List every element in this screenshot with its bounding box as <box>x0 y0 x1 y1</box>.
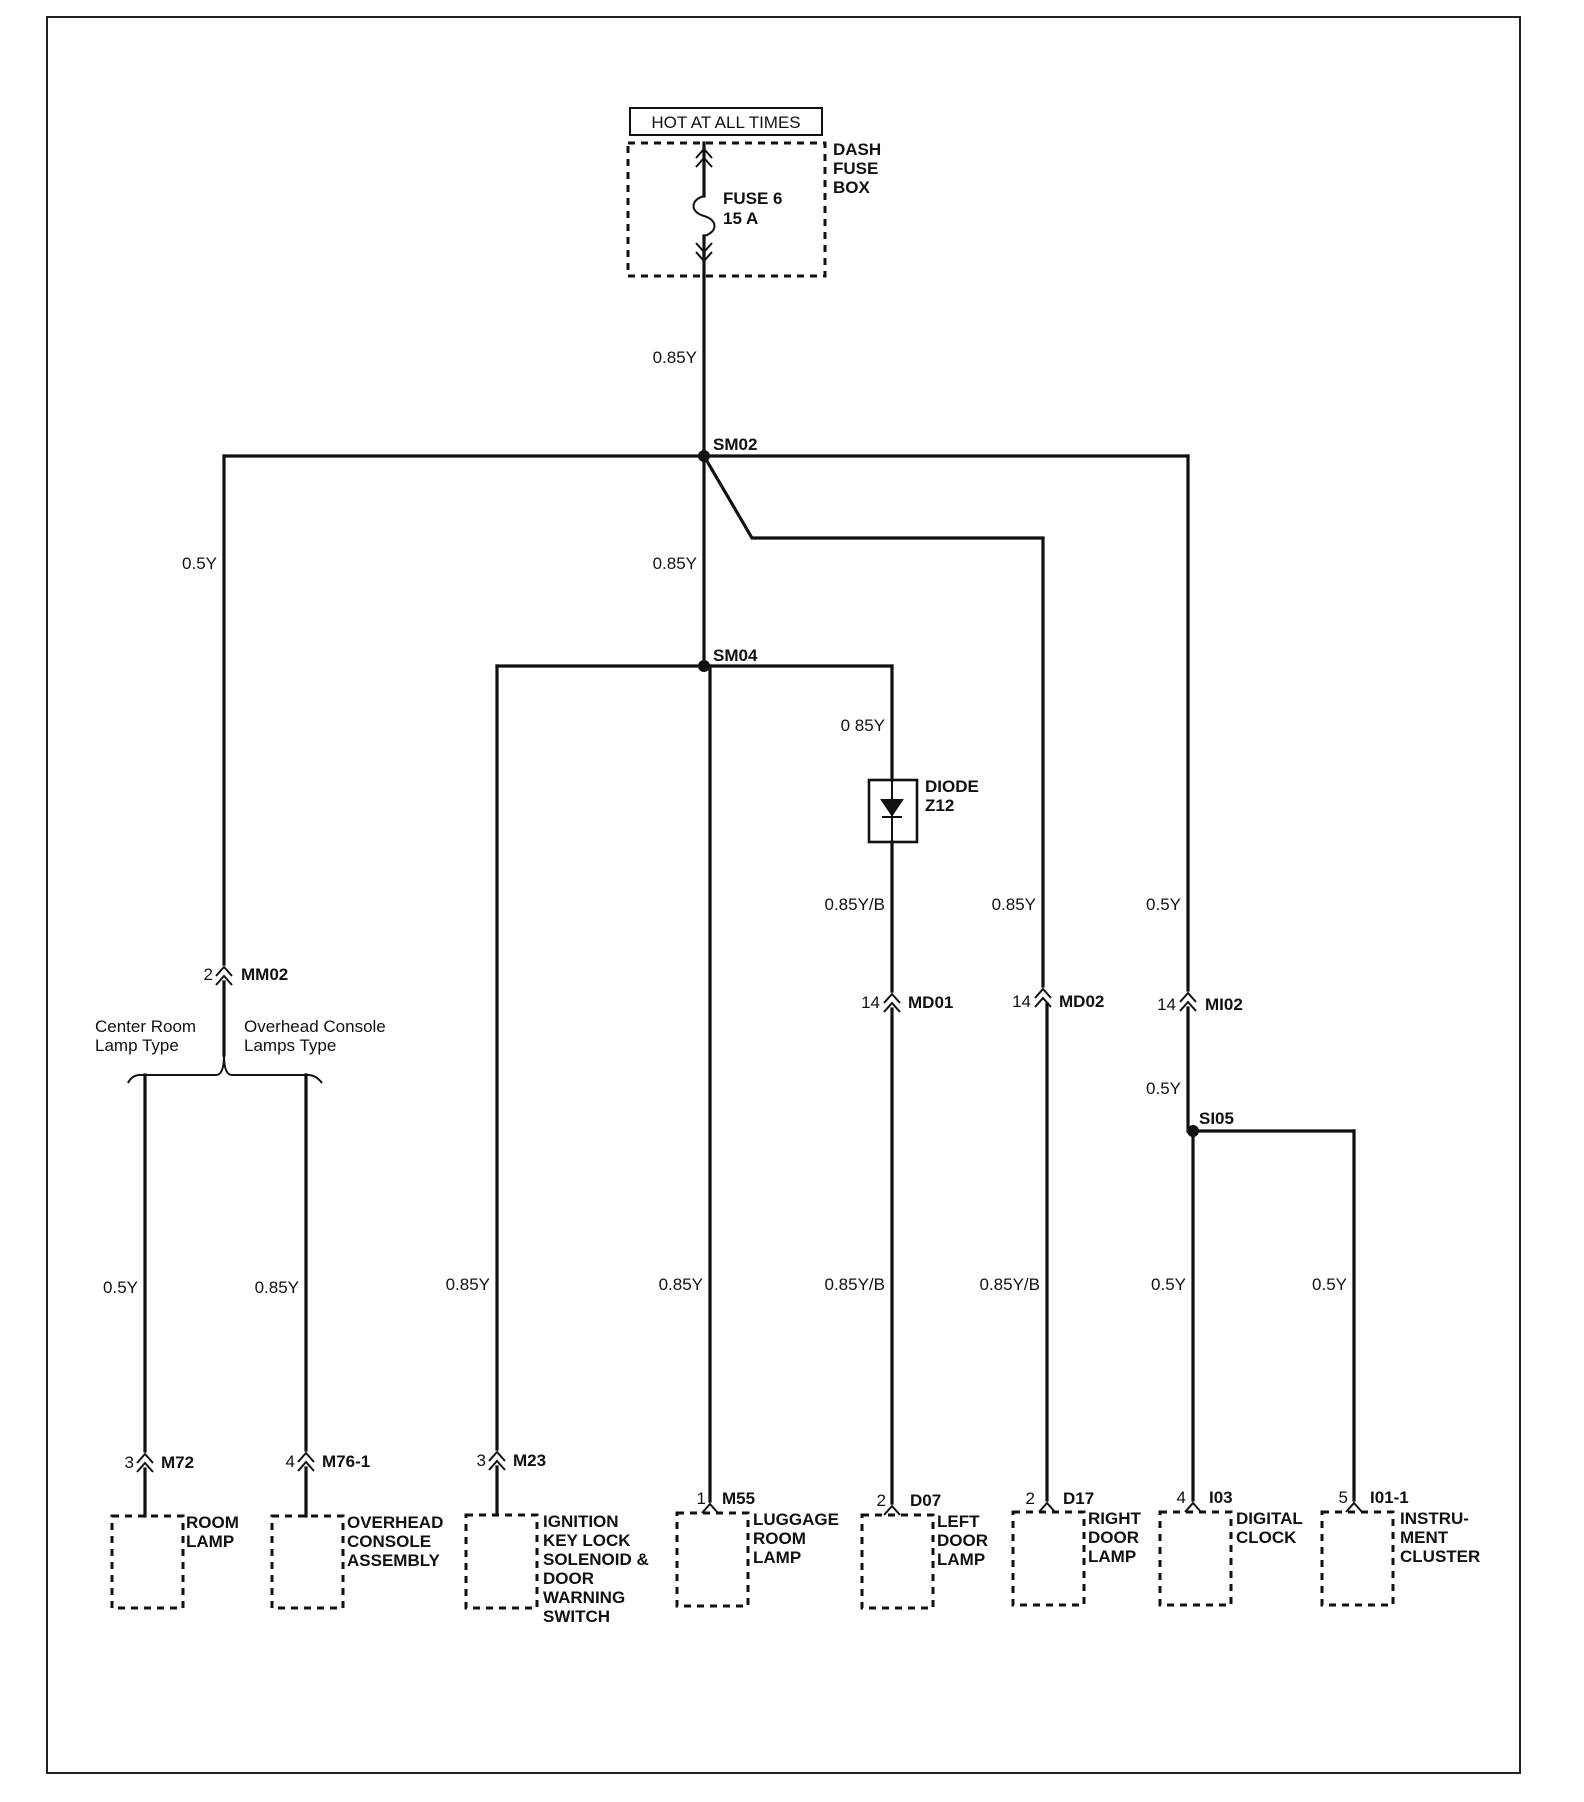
connector-i01-1-label: I01-1 <box>1370 1488 1409 1507</box>
left-door-lamp-component <box>860 1513 935 1610</box>
connector-m72-label: M72 <box>161 1453 194 1472</box>
connector-m23-pin: 3 <box>477 1451 486 1470</box>
overhead-wire-label: 0.85Y <box>255 1278 299 1297</box>
connector-d17-pin: 2 <box>1026 1489 1035 1508</box>
luggage-lamp-label: LUGGAGE ROOM LAMP <box>753 1510 844 1567</box>
connector-d17-label: D17 <box>1063 1489 1094 1508</box>
overhead-console-component <box>270 1514 345 1610</box>
branch-mi02-wire-label: 0.5Y <box>1146 895 1181 914</box>
diode-z12-icon <box>880 799 904 818</box>
instrument-cluster-label: INSTRU- MENT CLUSTER <box>1400 1509 1480 1566</box>
connector-m76-1-pin: 4 <box>286 1452 295 1471</box>
splice-sm04 <box>698 660 710 672</box>
connector-md01-label: MD01 <box>908 993 953 1012</box>
connector-md01-icon <box>883 992 901 1013</box>
connector-m72-pin: 3 <box>125 1453 134 1472</box>
main-wire-label: 0.85Y <box>653 348 697 367</box>
diagram-frame <box>46 16 1521 1774</box>
ignition-switch-component <box>464 1513 539 1610</box>
connector-d17-icon <box>1038 1501 1056 1513</box>
connector-m55-pin: 1 <box>697 1489 706 1508</box>
fuse-connector-bottom <box>695 242 713 263</box>
ignition-wire-label: 0.85Y <box>446 1275 490 1294</box>
mi02-out-wire-label: 0.5Y <box>1146 1079 1181 1098</box>
overhead-console-label: OVERHEAD CONSOLE ASSEMBLY <box>347 1513 448 1570</box>
diode-z12-label: DIODE Z12 <box>925 777 984 815</box>
connector-m55-icon <box>701 1502 719 1514</box>
connector-mi02-pin: 14 <box>1157 995 1176 1014</box>
splice-sm04-label: SM04 <box>713 646 758 665</box>
connector-mi02-label: MI02 <box>1205 995 1243 1014</box>
branch-md02-wire-label: 0.85Y <box>992 895 1036 914</box>
connector-d07-label: D07 <box>910 1491 941 1510</box>
cluster-wire-label: 0.5Y <box>1312 1275 1347 1294</box>
connector-md01-pin: 14 <box>861 993 880 1012</box>
branch-md02-wire <box>701 453 1045 988</box>
digital-clock-wire-label: 0.5Y <box>1151 1275 1186 1294</box>
right-door-lamp-component <box>1011 1510 1086 1607</box>
left-door-wire-label: 0.85Y/B <box>825 1275 886 1294</box>
room-lamp-label: ROOM LAMP <box>186 1513 244 1551</box>
connector-i01-1-icon <box>1345 1501 1363 1513</box>
fuse-6-label: FUSE 6 15 A <box>723 189 787 228</box>
branch-mm02-wire-label: 0.5Y <box>182 554 217 573</box>
connector-mm02-label: MM02 <box>241 965 288 984</box>
dash-fuse-box-label: DASH FUSE BOX <box>833 140 886 197</box>
connector-m76-1-label: M76-1 <box>322 1452 370 1471</box>
diode-out-wire-label: 0.85Y/B <box>825 895 886 914</box>
connector-mm02-pin: 2 <box>204 965 213 984</box>
connector-d07-icon <box>883 1504 901 1516</box>
connector-i03-pin: 4 <box>1177 1488 1186 1507</box>
room-lamp-component <box>110 1514 185 1610</box>
connector-m23-label: M23 <box>513 1451 546 1470</box>
option-brace <box>127 1054 323 1084</box>
right-door-lamp-label: RIGHT DOOR LAMP <box>1088 1509 1146 1566</box>
luggage-wire-label: 0.85Y <box>659 1275 703 1294</box>
instrument-cluster-component <box>1320 1510 1395 1607</box>
connector-md02-label: MD02 <box>1059 992 1104 1011</box>
splice-si05-label: SI05 <box>1199 1109 1234 1128</box>
right-door-wire-label: 0.85Y/B <box>980 1275 1041 1294</box>
connector-mi02-icon <box>1179 991 1197 1012</box>
connector-m23-icon <box>488 1450 506 1471</box>
room-lamp-wire-label: 0.5Y <box>103 1278 138 1297</box>
hot-at-all-times-label: HOT AT ALL TIMES <box>651 113 800 132</box>
diode-in-wire-label: 0 85Y <box>841 716 885 735</box>
luggage-lamp-component <box>675 1511 750 1608</box>
connector-m55-label: M55 <box>722 1489 755 1508</box>
connector-m76-1-icon <box>297 1451 315 1472</box>
connector-m72-icon <box>136 1452 154 1473</box>
dash-fuse-box <box>626 141 827 278</box>
splice-sm02-label: SM02 <box>713 435 757 454</box>
connector-md02-pin: 14 <box>1012 992 1031 1011</box>
connector-mm02-icon <box>215 965 233 986</box>
connector-d07-pin: 2 <box>877 1491 886 1510</box>
ignition-switch-label: IGNITION KEY LOCK SOLENOID & DOOR WARNIN… <box>543 1512 654 1626</box>
left-door-lamp-label: LEFT DOOR LAMP <box>937 1512 993 1569</box>
connector-i03-label: I03 <box>1209 1488 1233 1507</box>
branch-sm04-wire-label: 0.85Y <box>653 554 697 573</box>
digital-clock-label: DIGITAL CLOCK <box>1236 1509 1307 1547</box>
hot-at-all-times-box <box>629 107 823 136</box>
fuse-6-icon <box>692 195 716 237</box>
option-center-room-label: Center Room Lamp Type <box>95 1017 201 1055</box>
digital-clock-component <box>1158 1510 1233 1607</box>
option-overhead-console-label: Overhead Console Lamps Type <box>244 1017 391 1055</box>
connector-i01-1-pin: 5 <box>1339 1488 1348 1507</box>
connector-i03-icon <box>1184 1501 1202 1513</box>
